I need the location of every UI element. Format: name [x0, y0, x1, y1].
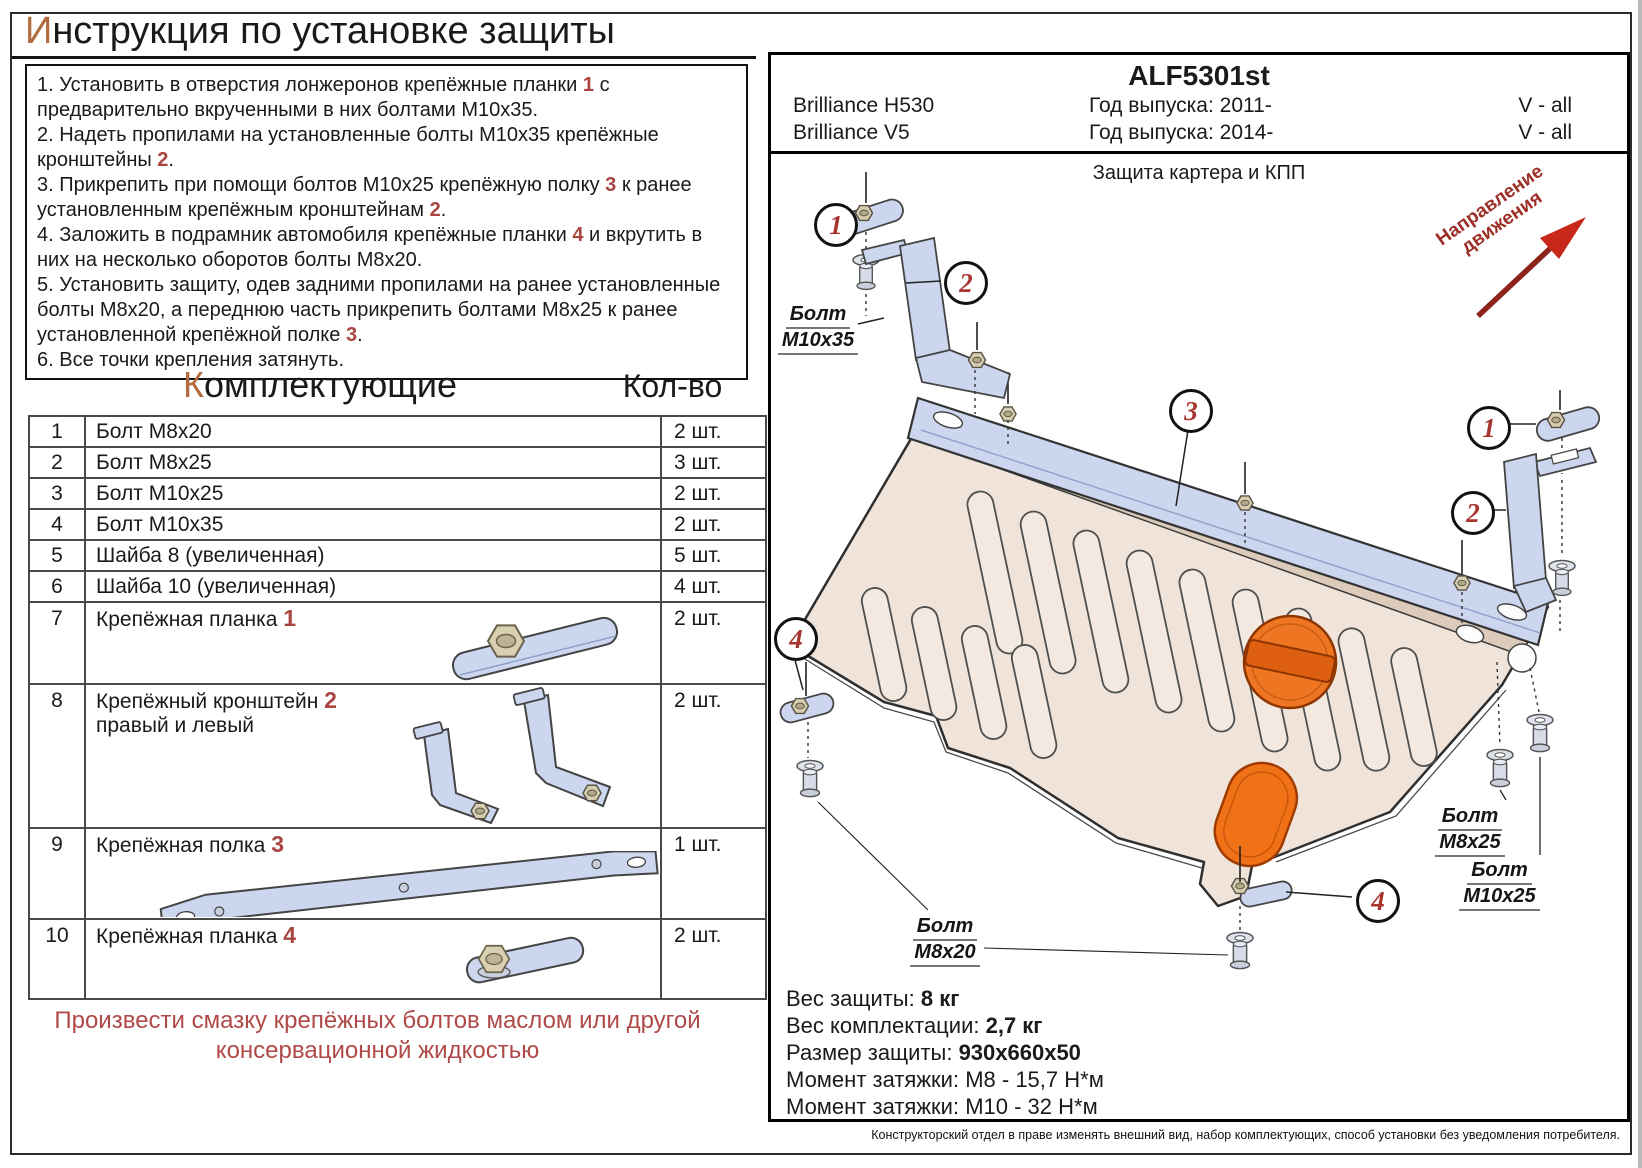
oil-access-cap — [1242, 614, 1338, 710]
vehicle-model: Brilliance V5 — [793, 120, 910, 144]
shelf-bolt-axes-hidden — [1007, 420, 1463, 625]
parts-row-7: 7 Крепёжная планка 1 2 шт. — [28, 601, 767, 685]
callout-1-left: 1 — [814, 203, 858, 247]
callout-1-right: 1 — [1467, 406, 1511, 450]
bolt-m8x20-label: Болт М8х20 — [906, 915, 984, 967]
bolt-m10x35-label: Болт М10х35 — [774, 303, 862, 355]
parts-row-2: 2 Болт М8х25 3 шт. — [28, 446, 767, 479]
vehicle-version: V - all — [1518, 120, 1572, 144]
mount-bracket-2-illustration — [412, 687, 612, 825]
parts-row-8: 8 Крепёжный кронштейн 2 правый и левый 2… — [28, 683, 767, 829]
title-rest: нструкция по установке защиты — [52, 10, 615, 52]
right-mount-assembly — [1503, 390, 1601, 634]
parts-row-4: 4 Болт М10х35 2 шт. — [28, 508, 767, 541]
title-initial: И — [25, 10, 53, 52]
callout-2-right: 2 — [1451, 491, 1495, 535]
parts-table-header: Комплектующие Кол-во — [25, 364, 730, 406]
parts-row-5: 5 Шайба 8 (увеличенная) 5 шт. — [28, 539, 767, 572]
rear-left-foot — [779, 662, 835, 798]
parts-row-10: 10 Крепёжная планка 4 2 шт. — [28, 918, 767, 1000]
part-number: ALF5301st — [1128, 60, 1270, 91]
parts-table-title: Комплектующие — [182, 364, 458, 405]
parts-row-9: 9 Крепёжная полка 3 1 шт. — [28, 827, 767, 920]
panel-subtitle: Защита картера и КПП — [1092, 162, 1306, 184]
lubrication-note: Произвести смазку крепёжных болтов масло… — [54, 1007, 701, 1064]
instruction-step-1: 1. Установить в отверстия лонжеронов кре… — [37, 74, 610, 121]
vehicle-year: Год выпуска: 2011- — [1089, 93, 1272, 117]
page-title: Инструкция по установке защиты — [25, 10, 750, 53]
bolt-m10x25-label: Болт М10х25 — [1451, 859, 1548, 911]
qty-column-title: Кол-во — [622, 368, 723, 404]
rear-right-foot — [1226, 846, 1293, 970]
mount-plate-1-illustration — [451, 616, 619, 681]
spec-kit-weight: Вес комплектации: 2,7 кг — [786, 1013, 1043, 1038]
direction-arrow-head — [1540, 217, 1586, 259]
callout-4-right: 4 — [1356, 879, 1400, 923]
mount-plate-4-illustration — [465, 936, 585, 984]
spec-size: Размер защиты: 930х660х50 — [786, 1040, 1081, 1065]
callout-4-left: 4 — [774, 617, 818, 661]
spec-torque-m8: Момент затяжки: М8 - 15,7 Н*м — [786, 1067, 1104, 1092]
instruction-step-3: 3. Прикрепить при помощи болтов М10х25 к… — [37, 174, 692, 221]
mounting-shelf — [906, 396, 1550, 647]
plate-hole — [1507, 643, 1537, 673]
bolt-m8x25-label: Болт М8х25 — [1427, 805, 1513, 857]
parts-row-3: 3 Болт М10х25 2 шт. — [28, 477, 767, 510]
vehicle-year: Год выпуска: 2014- — [1089, 120, 1274, 144]
front-corner-bolts — [1486, 661, 1554, 855]
parts-row-1: 1 Болт М8х20 2 шт. — [28, 415, 767, 448]
spec-weight: Вес защиты: 8 кг — [786, 986, 960, 1011]
callout-3: 3 — [1169, 389, 1213, 433]
parts-table: 1 Болт М8х20 2 шт. 2 Болт М8х25 3 шт. 3 … — [28, 415, 767, 1000]
vehicle-row-1: Brilliance H530 Год выпуска: 2011- V - a… — [771, 92, 1627, 119]
vehicle-model: Brilliance H530 — [793, 93, 935, 117]
page-border — [10, 12, 1632, 1155]
instruction-step-6: 6. Все точки крепления затянуть. — [37, 349, 345, 371]
instruction-step-2: 2. Надеть пропилами на установленные бол… — [37, 124, 659, 171]
instruction-step-5: 5. Установить защиту, одев задними пропи… — [37, 274, 721, 346]
direction-arrow-shaft — [1476, 240, 1558, 319]
drain-plug — [1213, 761, 1299, 868]
spec-panel: ALF5301st Brilliance H530 Год выпуска: 2… — [768, 52, 1630, 1122]
disclaimer: Конструкторский отдел в праве изменять в… — [871, 1128, 1620, 1142]
vehicle-row-2: Brilliance V5 Год выпуска: 2014- V - all — [771, 119, 1627, 146]
specs-block: Вес защиты: 8 кг Вес комплектации: 2,7 к… — [786, 985, 1216, 1120]
scan-edge — [1638, 0, 1642, 1168]
installation-steps: 1. Установить в отверстия лонжеронов кре… — [25, 64, 748, 380]
title-underline — [12, 56, 756, 59]
panel-divider — [771, 151, 1627, 154]
parts-row-6: 6 Шайба 10 (увеличенная) 4 шт. — [28, 570, 767, 603]
installation-diagram — [779, 172, 1601, 970]
plate-slot-hole — [1455, 624, 1485, 644]
part-2-subtitle: правый и левый — [96, 714, 255, 737]
vehicle-version: V - all — [1518, 93, 1572, 117]
instruction-step-4: 4. Заложить в подрамник автомобиля крепё… — [37, 224, 703, 271]
mount-shelf-3-illustration — [159, 851, 659, 917]
callout-2-left: 2 — [944, 261, 988, 305]
spec-torque-m10: Момент затяжки: М10 - 32 Н*м — [786, 1094, 1098, 1119]
